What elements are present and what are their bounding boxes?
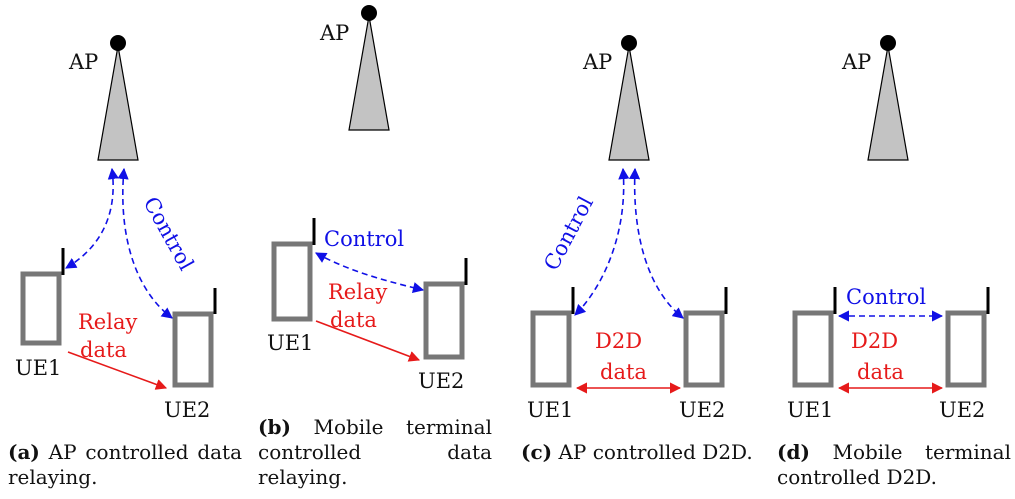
caption-tag: (b) [258, 415, 291, 439]
ue1-phone-icon [530, 287, 575, 388]
ap-label: AP [841, 50, 871, 74]
ue2-label: UE2 [418, 369, 464, 393]
panel-c: AP UE1 UE2 Control D2D data [527, 35, 728, 422]
ue1-label: UE1 [787, 398, 833, 422]
antenna-dot-icon [880, 35, 896, 51]
control-arrow-ue1 [65, 167, 119, 269]
control-arrow [315, 252, 425, 294]
ue1-phone-icon [20, 248, 65, 346]
ue2-label: UE2 [679, 398, 725, 422]
data-label-line2: data [80, 338, 127, 362]
ue1-label: UE1 [527, 398, 573, 422]
panel-d: AP UE1 UE2 Control D2D data [787, 35, 990, 422]
ap-label: AP [582, 50, 612, 74]
caption-text: AP controlled data relaying. [8, 440, 243, 489]
panel-b: AP UE1 UE2 Control Relay data [267, 5, 468, 393]
ue2-phone-icon [423, 258, 468, 360]
control-arrow-ue1 [574, 167, 630, 316]
ue1-phone-icon [271, 218, 316, 322]
ue1-phone-icon [792, 287, 837, 388]
ap-label: AP [68, 50, 98, 74]
control-arrow-ue2 [117, 167, 173, 319]
caption-tag: (c) [521, 440, 553, 464]
panel-a: AP UE1 UE2 Control Relay data [15, 35, 217, 422]
control-label: Control [539, 192, 598, 274]
relay-data-arrow [315, 320, 421, 362]
ap-label: AP [319, 21, 349, 45]
antenna-dot-icon [621, 35, 637, 51]
control-label: Control [846, 285, 926, 309]
data-label-line1: D2D [595, 329, 642, 353]
antenna-dot-icon [361, 5, 377, 21]
caption-tag: (a) [8, 440, 40, 464]
caption-c: (c) AP controlled D2D. [521, 440, 755, 465]
ue2-phone-icon [172, 288, 217, 388]
access-point-tower [608, 35, 650, 161]
caption-text: Mobile terminal controlled D2D. [777, 440, 1011, 489]
ue2-label: UE2 [939, 398, 985, 422]
ue2-phone-icon [945, 287, 990, 388]
ue1-label: UE1 [15, 356, 61, 380]
ue1-label: UE1 [267, 331, 313, 355]
data-label-line1: D2D [851, 329, 898, 353]
access-point-tower [97, 35, 139, 161]
data-label-line1: Relay [78, 310, 137, 334]
control-label: Control [139, 193, 199, 275]
caption-tag: (d) [777, 440, 810, 464]
data-label-line1: Relay [328, 280, 387, 304]
access-point-tower [867, 35, 909, 161]
data-label-line2: data [857, 360, 904, 384]
control-arrow-ue2 [628, 167, 684, 319]
caption-b: (b) Mobile terminal controlled data rela… [258, 415, 492, 490]
caption-text: Mobile terminal controlled data relaying… [258, 415, 492, 489]
data-label-line2: data [330, 308, 377, 332]
ue2-phone-icon [683, 287, 728, 388]
antenna-dot-icon [110, 35, 126, 51]
ue2-label: UE2 [164, 398, 210, 422]
data-label-line2: data [600, 360, 647, 384]
caption-text: AP controlled D2D. [558, 440, 753, 464]
relay-data-arrow [67, 351, 168, 390]
access-point-tower [348, 5, 390, 131]
caption-a: (a) AP controlled data relaying. [8, 440, 242, 490]
control-label: Control [324, 227, 404, 251]
caption-d: (d) Mobile terminal controlled D2D. [777, 440, 1011, 490]
